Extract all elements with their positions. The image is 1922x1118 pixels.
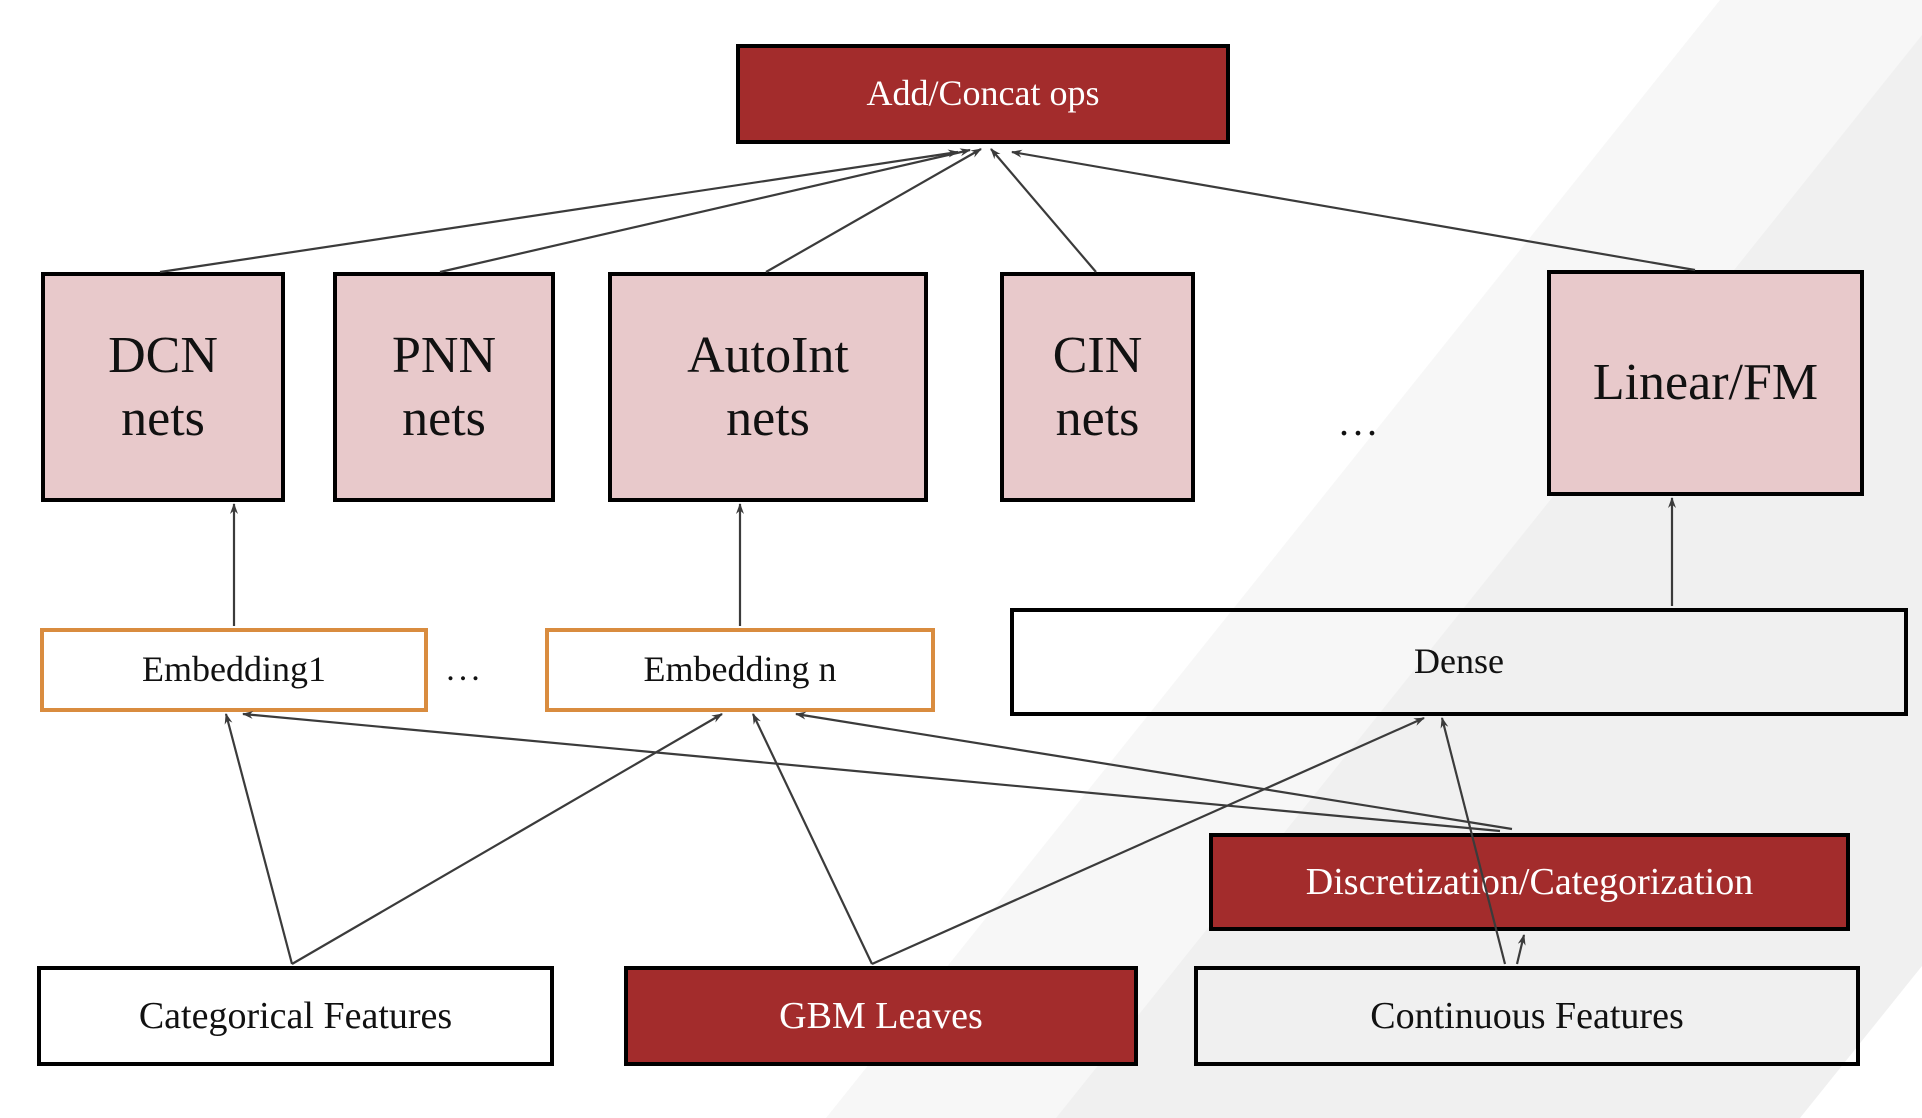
node-linear-fm-label: Linear/FM xyxy=(1592,354,1819,412)
node-categorical-features: Categorical Features xyxy=(37,966,554,1066)
node-dcn-nets: DCN nets xyxy=(41,272,285,502)
node-gbm-leaves-label: GBM Leaves xyxy=(779,994,983,1037)
node-continuous-features-label: Continuous Features xyxy=(1370,994,1684,1037)
node-cin-nets: CIN nets xyxy=(1000,272,1195,502)
node-cin-nets-label-line1: CIN xyxy=(1052,326,1143,384)
ellipsis-between-embeddings: ... xyxy=(446,651,484,688)
node-dense-label: Dense xyxy=(1414,641,1504,682)
node-autoint-nets-label-line2: nets xyxy=(726,390,810,447)
node-embedding-n-label: Embedding n xyxy=(643,649,837,690)
node-add-concat-ops: Add/Concat ops xyxy=(736,44,1230,144)
node-dcn-nets-label-line1: DCN xyxy=(108,326,218,384)
node-pnn-nets: PNN nets xyxy=(333,272,555,502)
ellipsis-between-nets: ... xyxy=(1339,399,1381,444)
node-autoint-nets: AutoInt nets xyxy=(608,272,928,502)
node-dcn-nets-label-line2: nets xyxy=(121,390,205,447)
node-pnn-nets-label-line1: PNN xyxy=(391,326,497,384)
node-linear-fm: Linear/FM xyxy=(1547,270,1864,496)
node-embedding-n: Embedding n xyxy=(545,628,935,712)
node-discretization-categorization-label: Discretization/Categorization xyxy=(1305,860,1754,903)
node-continuous-features: Continuous Features xyxy=(1194,966,1860,1066)
node-dense: Dense xyxy=(1010,608,1908,716)
node-gbm-leaves: GBM Leaves xyxy=(624,966,1138,1066)
node-embedding1: Embedding1 xyxy=(40,628,428,712)
node-categorical-features-label: Categorical Features xyxy=(138,994,453,1037)
node-autoint-nets-label-line1: AutoInt xyxy=(687,326,849,384)
node-embedding1-label: Embedding1 xyxy=(142,649,326,690)
node-cin-nets-label-line2: nets xyxy=(1055,390,1140,447)
watermark-corner-icon xyxy=(1800,966,1922,1118)
node-discretization-categorization: Discretization/Categorization xyxy=(1209,833,1850,931)
node-add-concat-ops-label: Add/Concat ops xyxy=(866,73,1100,114)
node-pnn-nets-label-line2: nets xyxy=(402,390,486,447)
